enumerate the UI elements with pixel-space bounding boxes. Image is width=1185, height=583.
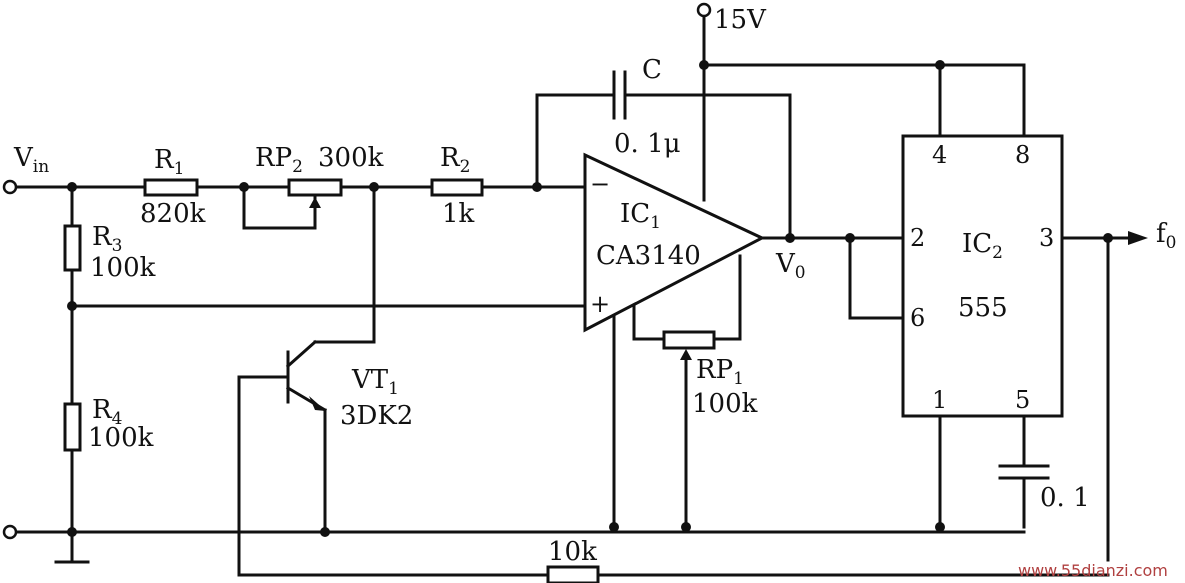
resistor-r1 — [143, 178, 199, 197]
value-c-pin5: 0. 1 — [1040, 483, 1090, 513]
label-r2: R2 — [440, 143, 470, 177]
opamp-plus: + — [590, 290, 610, 318]
pin-1: 1 — [932, 386, 947, 414]
pin-6: 6 — [910, 304, 925, 332]
pin-4: 4 — [932, 141, 947, 169]
output-arrow-icon — [1128, 231, 1148, 245]
label-ic2: IC2 — [962, 229, 1003, 263]
pin-3: 3 — [1039, 224, 1054, 252]
potentiometer-rp2 — [287, 178, 343, 197]
rp1-wiper-arrow — [680, 349, 692, 360]
opamp-minus: − — [590, 170, 610, 198]
opamp-ic1 — [583, 152, 766, 333]
ground-terminal-icon — [2, 524, 18, 540]
label-r1: R1 — [154, 145, 184, 179]
label-vt1: VT1 — [351, 365, 399, 399]
supply-terminal-icon — [696, 2, 712, 18]
resistor-r4 — [63, 402, 82, 452]
value-r2: 1k — [442, 199, 475, 229]
transistor-vt1 — [285, 339, 328, 413]
label-vo: V0 — [775, 249, 806, 283]
label-fo: f0 — [1156, 219, 1176, 253]
value-r3: 100k — [90, 253, 156, 283]
label-r4: R4 — [92, 395, 122, 429]
part-ic2: 555 — [958, 293, 1008, 323]
value-c: 0. 1μ — [614, 129, 681, 159]
value-rp2: 300k — [318, 143, 384, 173]
resistor-r3 — [63, 224, 82, 272]
pin-2: 2 — [910, 224, 925, 252]
value-r4: 100k — [88, 423, 154, 453]
label-ic1: IC1 — [620, 199, 661, 233]
value-r1: 820k — [140, 199, 206, 229]
rp2-wiper-arrow — [309, 197, 321, 208]
label-vin: Vin — [13, 143, 49, 177]
part-ic1: CA3140 — [596, 241, 701, 271]
label-c: C — [642, 55, 662, 85]
ic2-555-box — [901, 134, 1064, 418]
junction-dots — [67, 60, 1113, 537]
pin-5: 5 — [1015, 386, 1030, 414]
wires — [12, 12, 1132, 577]
label-supply: 15V — [714, 5, 767, 35]
label-rp1: RP1 — [696, 355, 744, 389]
pin-8: 8 — [1015, 141, 1030, 169]
resistor-10k — [546, 565, 600, 583]
input-terminal-icon — [2, 179, 18, 195]
resistor-r2 — [430, 178, 484, 197]
labels: Vin R1 820k RP2 300k R2 1k R3 100k R4 10… — [13, 5, 1176, 580]
value-r-feedback: 10k — [548, 537, 597, 567]
capacitor-c — [612, 70, 627, 120]
watermark: www.55dianzi.com — [1018, 561, 1168, 580]
label-rp2: RP2 — [255, 143, 303, 177]
potentiometer-rp1 — [662, 330, 716, 350]
capacitor-pin5 — [998, 464, 1050, 480]
label-r3: R3 — [92, 222, 122, 256]
part-vt1: 3DK2 — [340, 401, 413, 431]
value-rp1: 100k — [692, 389, 758, 419]
